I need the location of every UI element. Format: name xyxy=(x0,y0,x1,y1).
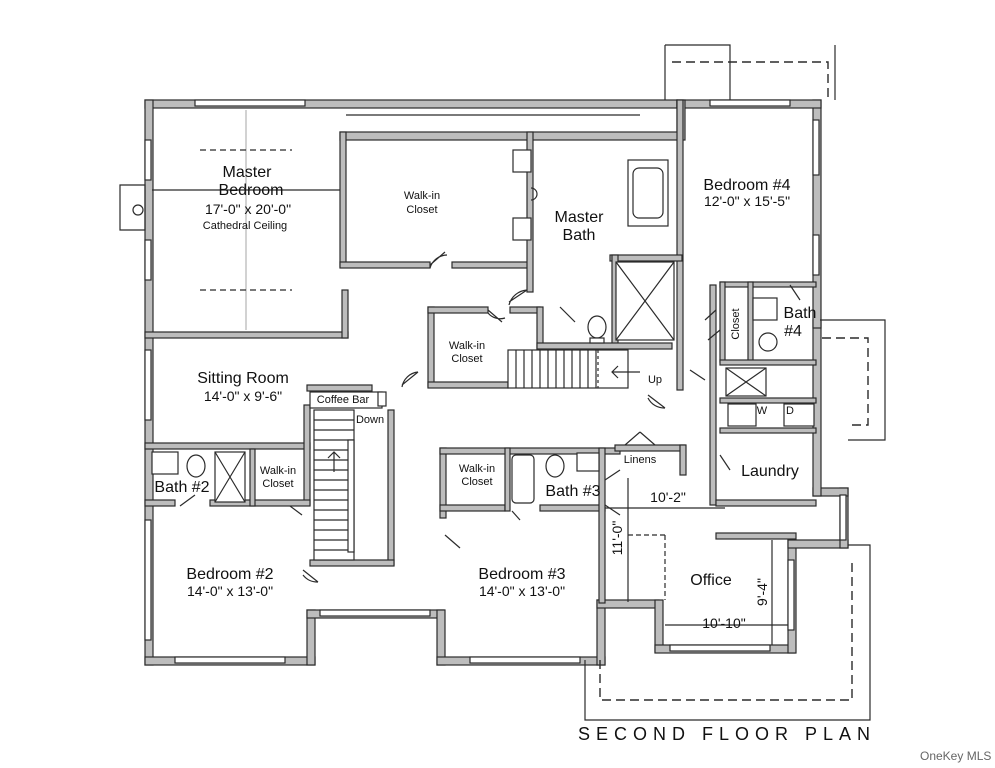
bedroom2-dims: 14'-0" x 13'-0" xyxy=(187,583,273,599)
bath2-label: Bath #2 xyxy=(154,479,209,496)
office-dim-left: 11'-0" xyxy=(609,521,625,556)
bedroom4-name: Bedroom #4 xyxy=(703,177,790,194)
sitting-room-dims: 14'-0" x 9'-6" xyxy=(204,388,282,404)
coffee-bar-label: Coffee Bar xyxy=(317,394,370,406)
dryer-label: D xyxy=(786,405,794,417)
master-bedroom-label-1: Master xyxy=(223,164,273,181)
office-dim-top: 10'-2" xyxy=(650,489,686,505)
office-dim-bottom: 10'-10" xyxy=(702,615,745,631)
office-label: Office xyxy=(690,572,732,589)
doors xyxy=(179,251,801,583)
bath4-1: Bath xyxy=(784,305,817,322)
bedroom2-name: Bedroom #2 xyxy=(186,566,273,583)
bedroom3-dims: 14'-0" x 13'-0" xyxy=(479,583,565,599)
master-bedroom-dims: 17'-0" x 20'-0" xyxy=(205,201,291,217)
walkin-closet-center-1: Walk-in xyxy=(449,340,485,352)
bedroom4-dims: 12'-0" x 15'-5" xyxy=(704,193,790,209)
linens-label: Linens xyxy=(624,454,657,466)
interior-walls xyxy=(144,99,817,604)
walkin-closet-master-1: Walk-in xyxy=(404,190,440,202)
dimension-lines xyxy=(200,110,788,645)
walkin-closet-master-2: Closet xyxy=(406,204,437,216)
fixtures xyxy=(151,149,815,504)
master-bath-1: Master xyxy=(555,209,605,226)
walkin-closet-bed2-1: Walk-in xyxy=(260,465,296,477)
room-labels: Master Bedroom 17'-0" x 20'-0" Cathedral… xyxy=(154,164,816,631)
stairs-up-label: Up xyxy=(648,374,662,386)
bedroom3-name: Bedroom #3 xyxy=(478,566,565,583)
walkin-closet-bed3-2: Closet xyxy=(461,476,492,488)
washer-label: W xyxy=(757,405,768,417)
master-bath-2: Bath xyxy=(563,227,596,244)
bath4-2: #4 xyxy=(784,323,802,340)
laundry-label: Laundry xyxy=(741,463,799,480)
master-bedroom-label-2: Bedroom xyxy=(219,182,284,199)
stairs-down-label: Down xyxy=(356,414,384,426)
stairs xyxy=(309,349,640,561)
plan-title: SECOND FLOOR PLAN xyxy=(578,724,876,744)
walkin-closet-bed3-1: Walk-in xyxy=(459,463,495,475)
walkin-closet-bed2-2: Closet xyxy=(262,478,293,490)
closet-bed4: Closet xyxy=(730,308,742,339)
bath3-label: Bath #3 xyxy=(545,483,600,500)
walkin-closet-center-2: Closet xyxy=(451,353,482,365)
office-dim-right: 9'-4" xyxy=(754,578,770,606)
master-bedroom-note: Cathedral Ceiling xyxy=(203,220,287,232)
windows xyxy=(144,99,847,664)
deck-outlines xyxy=(119,44,886,721)
watermark: OneKey MLS xyxy=(920,749,991,763)
sitting-room-name: Sitting Room xyxy=(197,370,289,387)
